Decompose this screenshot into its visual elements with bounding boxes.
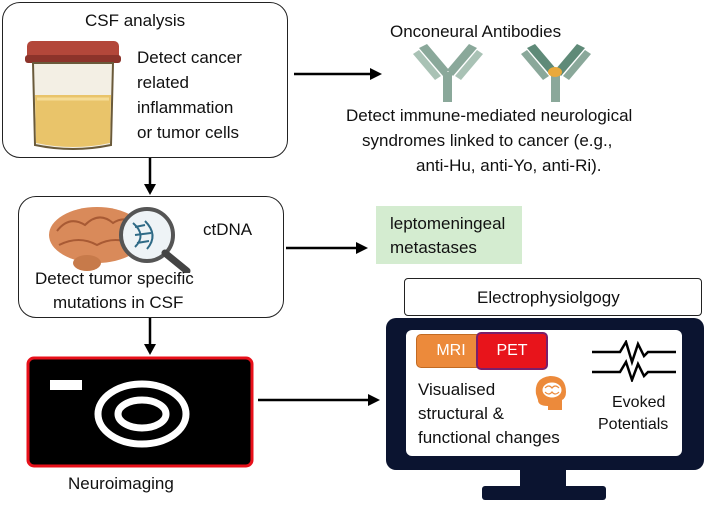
visualised-line: structural &: [418, 404, 504, 423]
visualised-line: Visualised: [418, 380, 496, 399]
arrow-neuroimaging-to-monitor: [258, 394, 380, 406]
ctdna-desc-line: Detect tumor specific: [35, 269, 194, 288]
leptomeningeal-line: metastases: [390, 238, 477, 257]
pet-badge: PET: [476, 332, 548, 370]
pet-label: PET: [496, 342, 528, 359]
brain-magnifier-icon: [49, 207, 191, 273]
evoked-line: Potentials: [598, 416, 669, 433]
csf-desc-line: Detect cancer: [137, 48, 242, 67]
specimen-jar-icon: [25, 41, 121, 150]
csf-title: CSF analysis: [85, 11, 186, 30]
head-brain-icon: [535, 376, 566, 410]
neuroimaging-label: Neuroimaging: [68, 474, 174, 493]
electrophysiology-box: Electrophysiolgogy: [404, 278, 702, 316]
monitor-base: [482, 486, 606, 500]
arrow-ctdna-to-neuroimaging: [144, 318, 156, 355]
csf-desc-line: or tumor cells: [137, 123, 240, 142]
csf-desc-line: inflammation: [137, 98, 234, 117]
visualised-line: functional changes: [418, 428, 560, 447]
ctdna-box: ctDNA Detect tumor specific mutations in…: [18, 196, 284, 318]
csf-analysis-box: CSF analysis Detect cancer related infla…: [2, 2, 288, 158]
arrow-csf-to-antibodies: [294, 68, 382, 80]
leptomeningeal-box: leptomeningeal metastases: [376, 206, 522, 264]
electrophysiology-title: Electrophysiolgogy: [477, 288, 620, 307]
leptomeningeal-line: leptomeningeal: [390, 214, 506, 233]
antibody-icon: [413, 44, 591, 102]
antibodies-desc-line: Detect immune-mediated neurological: [346, 106, 633, 125]
arrow-csf-to-ctdna: [144, 158, 156, 195]
antibodies-title: Onconeural Antibodies: [390, 22, 562, 41]
waveform-icon: [592, 340, 676, 382]
ctdna-desc-line: mutations in CSF: [53, 293, 184, 312]
arrow-ctdna-to-leptomeningeal: [286, 242, 368, 254]
antibodies-desc-line: anti-Hu, anti-Yo, anti-Ri).: [416, 156, 602, 175]
camera-icon: [26, 356, 254, 468]
ctdna-title: ctDNA: [203, 220, 253, 239]
csf-desc-line: related: [137, 73, 189, 92]
mri-label: MRI: [436, 342, 466, 359]
evoked-line: Evoked: [612, 394, 666, 411]
monitor-stand: [520, 468, 566, 488]
antibodies-desc-line: syndromes linked to cancer (e.g.,: [362, 131, 613, 150]
